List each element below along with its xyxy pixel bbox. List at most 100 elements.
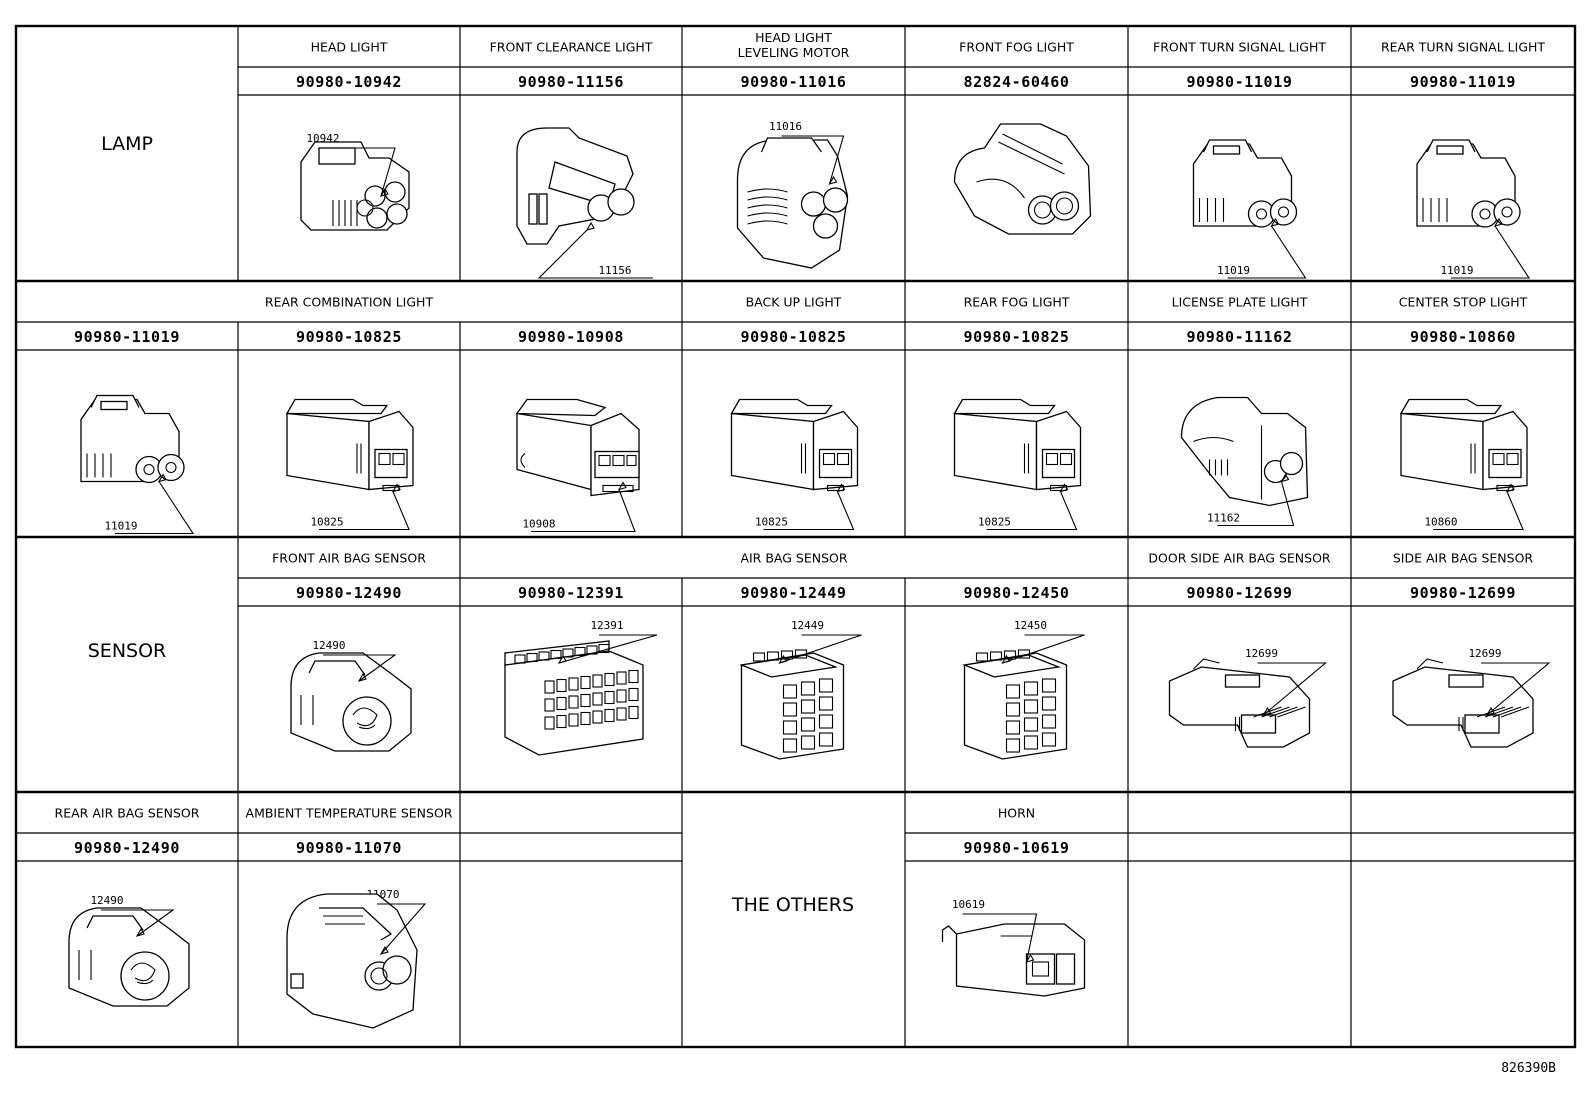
header-label: AIR BAG SENSOR <box>740 551 847 566</box>
leader-line <box>1002 634 1085 664</box>
part-number: 90980-12699 <box>1187 584 1293 602</box>
leader-line <box>986 491 1078 531</box>
part-number: 90980-10825 <box>296 328 402 346</box>
header-label: FRONT FOG LIGHT <box>959 40 1074 55</box>
leader-line <box>779 634 862 664</box>
connector-horn <box>941 913 1086 997</box>
part-number: 90980-11019 <box>74 328 180 346</box>
connector-conn3 <box>736 135 849 269</box>
leader-arrow <box>379 187 389 197</box>
connector-box2 <box>285 398 414 531</box>
header-label: BACK UP LIGHT <box>746 295 842 310</box>
leader-arrow <box>1262 706 1272 716</box>
header-label: CENTER STOP LIGHT <box>1399 295 1528 310</box>
leader-line <box>1217 481 1295 527</box>
header-label: REAR COMBINATION LIGHT <box>265 295 434 310</box>
header-label: HEAD LIGHT <box>755 30 832 45</box>
connector-box3 <box>515 398 640 533</box>
leader-arrow <box>357 672 367 682</box>
part-number: 90980-10825 <box>964 328 1070 346</box>
connector-conn2round <box>953 123 1092 235</box>
header-label: LEVELING MOTOR <box>738 45 850 60</box>
grid-lines <box>14 24 1577 1049</box>
leader-arrow <box>135 927 145 937</box>
part-number: 90980-12490 <box>296 584 402 602</box>
callout-label: 10825 <box>978 516 1011 529</box>
leader-line <box>1433 491 1524 531</box>
callout-label: 11019 <box>1440 264 1473 277</box>
leader-line <box>962 913 1038 963</box>
header-label: LICENSE PLATE LIGHT <box>1172 295 1308 310</box>
callout-label: 11019 <box>104 520 137 533</box>
category-label-lamp: LAMP <box>101 133 153 155</box>
callout-label: 11019 <box>1217 264 1250 277</box>
callout-label: 10619 <box>952 898 985 911</box>
connector-box2 <box>730 398 859 531</box>
header-label: FRONT CLEARANCE LIGHT <box>490 40 653 55</box>
connector-conn4 <box>300 141 410 231</box>
part-number: 90980-10825 <box>741 328 847 346</box>
leader-arrow <box>1280 473 1290 483</box>
leader-line <box>1451 225 1531 279</box>
part-number: 90980-10860 <box>1410 328 1516 346</box>
connector-drawings <box>68 123 1551 1029</box>
leader-arrow <box>391 483 401 493</box>
header-label: REAR AIR BAG SENSOR <box>55 806 200 821</box>
leader-line <box>323 654 397 682</box>
connector-multi24 <box>504 634 658 756</box>
part-number: 90980-11019 <box>1187 73 1293 91</box>
leader-arrow <box>557 654 567 664</box>
header-label: FRONT TURN SIGNAL LIGHT <box>1153 40 1326 55</box>
leader-line <box>115 481 195 535</box>
leader-line <box>321 147 396 197</box>
part-number: 82824-60460 <box>964 73 1070 91</box>
part-number: 90980-11070 <box>296 839 402 857</box>
part-number: 90980-10619 <box>964 839 1070 857</box>
leader-line <box>1481 662 1551 716</box>
leader-line <box>781 135 845 185</box>
header-label: REAR TURN SIGNAL LIGHT <box>1381 40 1545 55</box>
leader-arrow <box>1025 953 1035 963</box>
connector-conn2 <box>80 394 195 535</box>
callout-label: 12490 <box>90 894 123 907</box>
part-number: 90980-12490 <box>74 839 180 857</box>
leader-arrow <box>585 221 595 231</box>
leader-arrow <box>1059 483 1069 493</box>
part-number: 90980-11019 <box>1410 73 1516 91</box>
leader-arrow <box>828 175 838 185</box>
connector-conn2 <box>1192 139 1307 279</box>
reference-number: 826390B <box>1501 1061 1556 1076</box>
callout-label: 11156 <box>598 264 631 277</box>
leader-arrow <box>1001 654 1011 664</box>
leader-line <box>531 489 636 533</box>
connector-conn2temp <box>286 893 427 1029</box>
leader-arrow <box>836 483 846 493</box>
callout-label: 12699 <box>1468 647 1501 660</box>
category-label-sensor: SENSOR <box>88 640 167 662</box>
part-number: 90980-12449 <box>741 584 847 602</box>
leader-line <box>1257 662 1328 716</box>
leader-arrow <box>778 654 788 664</box>
part-number: 90980-12391 <box>518 584 624 602</box>
callout-label: 10825 <box>755 516 788 529</box>
connector-multi12 <box>739 634 862 760</box>
leader-arrow <box>1493 217 1503 227</box>
callout-label: 10825 <box>310 516 343 529</box>
category-label-others: THE OTHERS <box>731 894 854 916</box>
connector-flat <box>1168 658 1328 748</box>
callout-label: 12449 <box>791 619 824 632</box>
header-label: REAR FOG LIGHT <box>964 295 1070 310</box>
leader-arrow <box>1485 706 1495 716</box>
header-label: HORN <box>998 806 1035 821</box>
connector-box2 <box>1399 398 1528 531</box>
header-label: FRONT AIR BAG SENSOR <box>272 551 426 566</box>
connector-airbag <box>290 652 412 752</box>
leader-line <box>101 909 175 937</box>
connector-box2 <box>953 398 1082 531</box>
callout-label: 11162 <box>1207 512 1240 525</box>
part-number: 90980-10942 <box>296 73 402 91</box>
callout-label: 10860 <box>1424 516 1457 529</box>
callout-label: 11016 <box>769 120 802 133</box>
part-number: 90980-11156 <box>518 73 624 91</box>
